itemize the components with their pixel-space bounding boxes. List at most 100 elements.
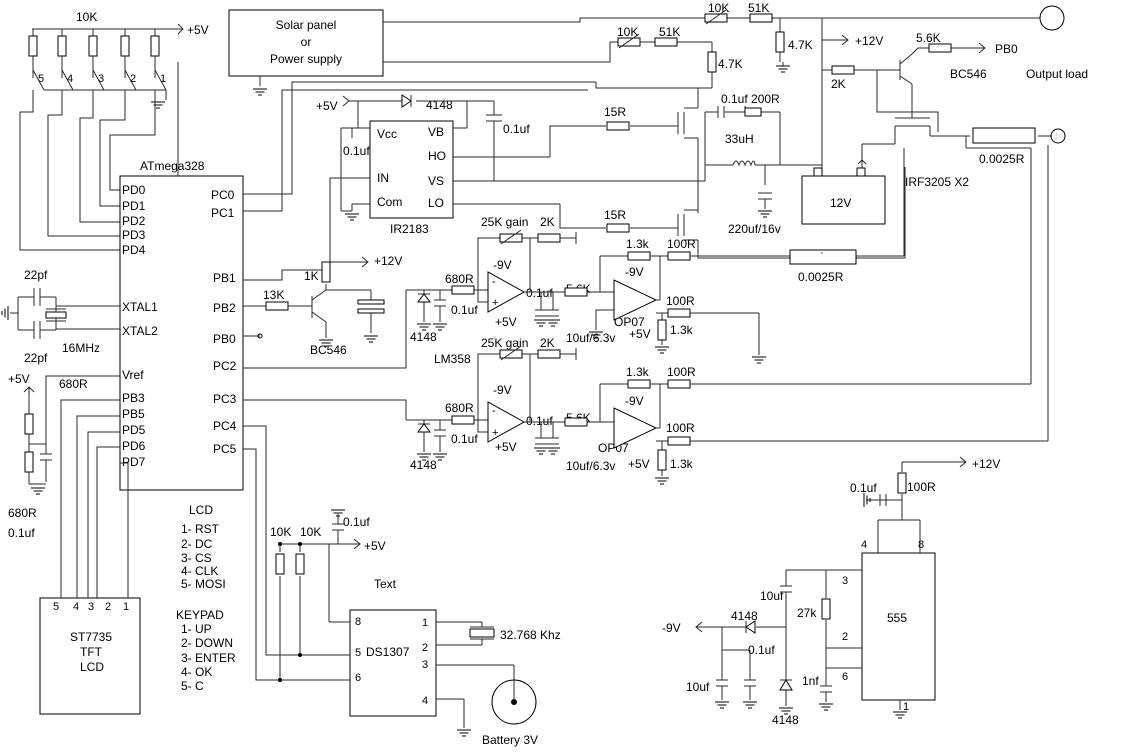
drv-ho: HO: [428, 149, 446, 163]
drv-vs: VS: [428, 174, 444, 188]
lcd-legend-1: 1- RST: [181, 522, 220, 536]
rg1-label: 15R: [604, 105, 626, 119]
amp2-rc: 100R: [666, 421, 695, 435]
shunt1-label: 0.0025R: [798, 270, 844, 284]
keypad-legend-5: 5- C: [181, 679, 204, 693]
amp1-rd: 1.3k: [670, 323, 694, 337]
drv-lo: LO: [428, 196, 444, 210]
rtc-r2: 10K: [300, 525, 321, 539]
vref-cap: 0.1uf: [8, 526, 35, 540]
rtc-pin-8: 8: [355, 616, 361, 628]
amp1-cbulk: 10uf/6.3v: [566, 331, 615, 345]
lcd-pin-4: 4: [73, 601, 79, 613]
pin-xtal1: XTAL1: [122, 300, 158, 314]
drv-cboot: 0.1uf: [503, 122, 530, 136]
timer-c2: 10uf: [760, 589, 784, 603]
lcd-pin-3: 3: [88, 601, 94, 613]
vin-r-low: 4.7K: [788, 38, 813, 52]
buck-half-bridge: 15R 15R 0.1uf 200R 33uH 220uf/16v: [549, 88, 906, 259]
amp1-rin: 680R: [445, 272, 474, 286]
pin-pb3: PB3: [122, 391, 145, 405]
atmega328: ATmega328 PD0 PD1 PD2 PD3 PD4 XTAL1 XTAL…: [119, 150, 244, 491]
amp1-opneg: -9V: [625, 265, 644, 279]
bulk-cap-label: 220uf/16v: [728, 222, 781, 236]
pin-pd3: PD3: [122, 228, 146, 242]
amp2-cbulk: 10uf/6.3v: [566, 459, 615, 473]
crystal-oscillator: 22pf 22pf 16MHz: [1, 268, 120, 365]
load-r: 5.6K: [916, 31, 941, 45]
rtc-c: 0.1uf: [343, 515, 370, 529]
output-voltage-divider: 10K 51K 4.7K: [610, 25, 743, 89]
keypad-legend-4: 4- OK: [181, 665, 212, 679]
amp1-neg: -9V: [493, 258, 512, 272]
xtal-cap2: 22pf: [24, 351, 48, 365]
pin-xtal2: XTAL2: [122, 324, 158, 338]
drv-cvcc: 0.1uf: [343, 144, 370, 158]
timer-pin-8: 8: [918, 539, 924, 551]
pin-pc2: PC2: [213, 359, 237, 373]
ne555-charge-pump: 555 0.1uf 100R +12V 4 8 3 2 6 1 27k 10uf…: [662, 456, 1000, 727]
drv-name: IR2183: [390, 222, 429, 236]
current-amp-2: LM358 25K gain 2K -9V 680R 0.1uf 0.1uf 5…: [243, 145, 1049, 485]
rtc-v: +5V: [364, 539, 386, 553]
lcd-legend-4: 4- CLK: [181, 564, 218, 578]
switch-1: 1: [160, 73, 166, 85]
amp2-chip: LM358: [434, 352, 471, 366]
pin-pd2: PD2: [122, 214, 146, 228]
timer-c5: 1nf: [802, 674, 819, 688]
vref-divider: +5V 680R 680R 0.1uf: [8, 372, 120, 540]
rtc-pin-6: 6: [355, 672, 361, 684]
vref-plus5v: +5V: [8, 372, 30, 386]
snubber-label: 0.1uf 200R: [721, 92, 780, 106]
rtc-pin-4: 4: [422, 695, 428, 707]
fan-r2: 13K: [263, 288, 284, 302]
ir2183-driver: Vcc IN Com VB HO VS LO IR2183 +5V 4148 0…: [243, 94, 705, 281]
mcu-name: ATmega328: [140, 159, 205, 173]
lcd-legend-5: 5- MOSI: [181, 577, 226, 591]
pin-legend: LCD 1- RST 2- DC 3- CS 4- CLK 5- MOSI KE…: [176, 503, 236, 693]
amp1-diode: 4148: [410, 330, 437, 344]
vout-r-mid: 51K: [659, 25, 680, 39]
keypad-switches: 5 4 3 2 1: [19, 62, 179, 251]
timer-pin-6: 6: [842, 671, 848, 683]
rtc-label: Text: [374, 577, 397, 591]
pullup-value: 10K: [76, 10, 97, 24]
pin-pb0: PB0: [213, 332, 236, 346]
pin-pd1: PD1: [122, 199, 146, 213]
amp1-cout: 0.1uf: [526, 286, 553, 300]
output-mosfets: IRF3205 X2 0.0025R: [861, 104, 1066, 189]
ds1307-rtc: DS1307 Text 10K 10K 0.1uf +5V 8 1 2 5 3 …: [243, 425, 561, 747]
switch-2: 2: [130, 73, 136, 85]
amp1-rc: 100R: [666, 294, 695, 308]
timer-out: -9V: [662, 621, 681, 635]
battery-label: 12V: [830, 196, 851, 210]
amp1-ra: 1.3k: [626, 237, 650, 251]
load-switch: +12V 5.6K PB0 BC546 Output load 2K: [821, 18, 1088, 168]
rg2-label: 15R: [604, 208, 626, 222]
amp2-rd: 1.3k: [670, 457, 694, 471]
amp1-rfb: 2K: [540, 215, 555, 229]
drv-vcc-label: +5V: [316, 99, 338, 113]
amp1-plus: +: [492, 297, 498, 309]
battery-12v: 12V: [801, 159, 886, 225]
switch-4: 4: [67, 73, 73, 85]
load-r2: 2K: [831, 77, 846, 91]
amp2-pos: +5V: [495, 440, 517, 454]
timer-pin-1: 1: [903, 701, 909, 713]
pin-pd6: PD6: [122, 439, 146, 453]
amp1-pos: +5V: [495, 315, 517, 329]
lcd-module-l1: ST7735: [70, 630, 112, 644]
drv-diode: 4148: [426, 98, 453, 112]
amp2-rin: 680R: [445, 401, 474, 415]
keypad-legend-1: 1- UP: [181, 622, 212, 636]
timer-pin-2: 2: [842, 631, 848, 643]
timer-r: 100R: [907, 480, 936, 494]
amp2-ra: 1.3k: [626, 365, 650, 379]
fan-r1: 1K: [304, 269, 319, 283]
lcd-pin-1: 1: [123, 601, 129, 613]
timer-diode1: 4148: [731, 609, 758, 623]
pin-pd4: PD4: [122, 243, 146, 257]
load-v: +12V: [855, 34, 883, 48]
pin-pb1: PB1: [213, 271, 236, 285]
amp2-cout: 0.1uf: [526, 414, 553, 428]
